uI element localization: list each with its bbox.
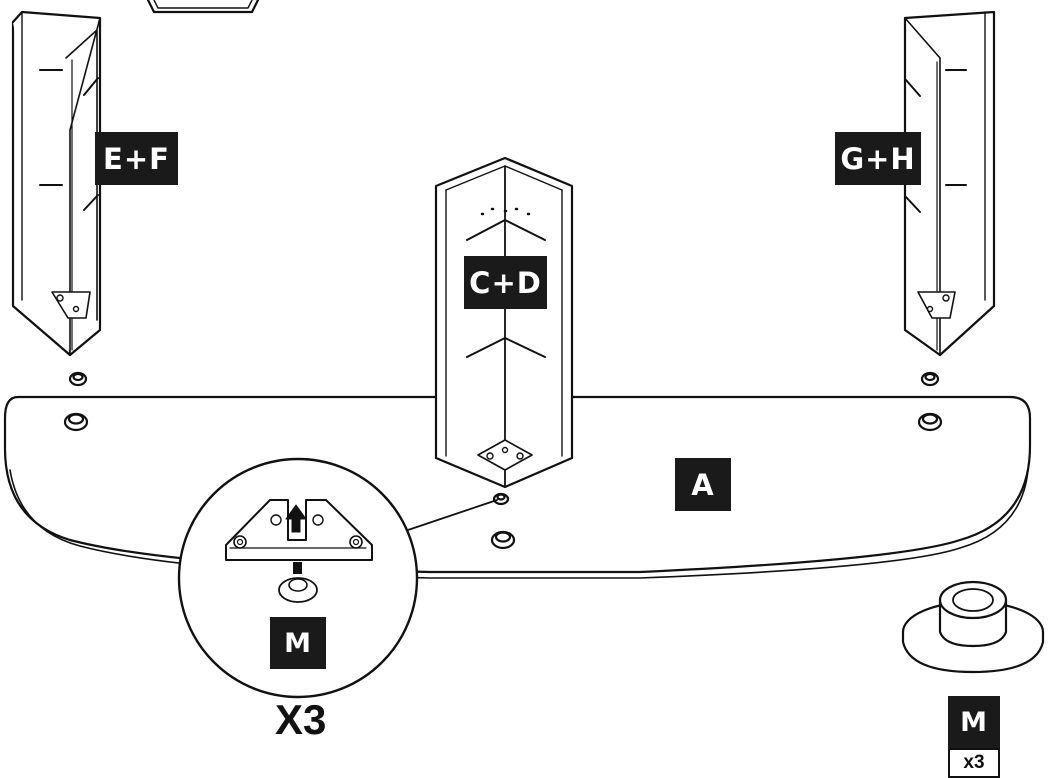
peg-center-small xyxy=(492,492,510,506)
part-m-foot xyxy=(901,580,1045,674)
label-g-h: G+H xyxy=(835,132,921,185)
label-m-part: M xyxy=(948,696,1000,748)
label-e-f: E+F xyxy=(95,132,178,185)
cropped-part-top-inner xyxy=(153,0,253,9)
peg-center xyxy=(490,530,516,550)
label-c-d: C+D xyxy=(464,256,547,309)
cropped-part-top xyxy=(146,0,260,14)
part-quantity: x3 xyxy=(948,748,1000,778)
label-m-detail: M xyxy=(270,617,326,669)
detail-circle xyxy=(177,457,419,699)
peg-right-top xyxy=(920,371,940,387)
panel-e-f xyxy=(11,10,102,357)
quantity-x3: X3 xyxy=(275,696,327,743)
peg-right xyxy=(917,412,943,432)
label-a: A xyxy=(675,458,731,511)
peg-left xyxy=(63,412,89,432)
leader-line xyxy=(404,499,498,532)
panel-c-d xyxy=(434,156,574,489)
panel-g-h xyxy=(903,10,996,357)
peg-left-top xyxy=(68,371,88,387)
